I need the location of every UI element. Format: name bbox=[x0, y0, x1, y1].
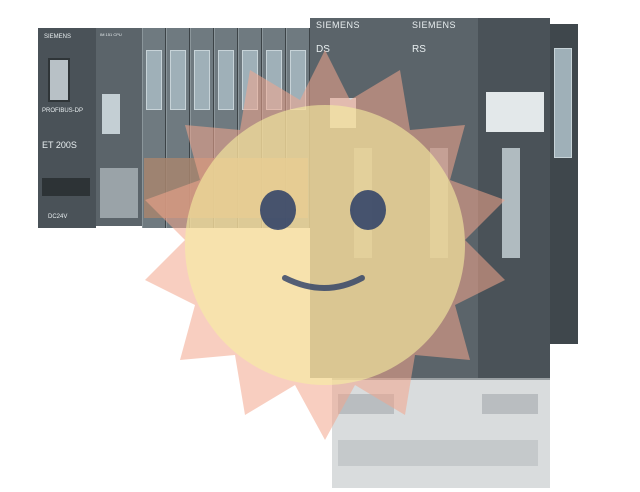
lower-terminal-rail bbox=[332, 378, 550, 488]
brand-label-rs: SIEMENS bbox=[412, 20, 457, 30]
end-module bbox=[550, 24, 578, 344]
right-eye-icon bbox=[350, 190, 386, 230]
cpu-terminal bbox=[100, 168, 138, 218]
model-label: ET 200S bbox=[42, 140, 77, 150]
smiley-sun-watermark-icon bbox=[145, 50, 505, 440]
cpu-display bbox=[102, 94, 120, 134]
brand-label-ds: SIEMENS bbox=[316, 20, 361, 30]
profibus-connector bbox=[48, 58, 70, 102]
left-eye-icon bbox=[260, 190, 296, 230]
rs-label: RS bbox=[412, 44, 426, 55]
right-module-display bbox=[486, 92, 544, 132]
profibus-label: PROFIBUS-DP bbox=[42, 108, 84, 114]
cpu-module: IM 151 CPU bbox=[96, 28, 142, 226]
voltage-label: DC24V bbox=[48, 214, 68, 220]
brand-label-main: SIEMENS bbox=[44, 34, 72, 40]
right-module-handle bbox=[502, 148, 520, 258]
power-terminal bbox=[42, 178, 90, 196]
cpu-label: IM 151 CPU bbox=[100, 32, 122, 37]
ds-label: DS bbox=[316, 44, 330, 55]
sun-inner bbox=[185, 105, 465, 385]
smile-icon bbox=[282, 275, 365, 291]
interface-module: SIEMENS PROFIBUS-DP ET 200S DC24V bbox=[38, 28, 96, 228]
